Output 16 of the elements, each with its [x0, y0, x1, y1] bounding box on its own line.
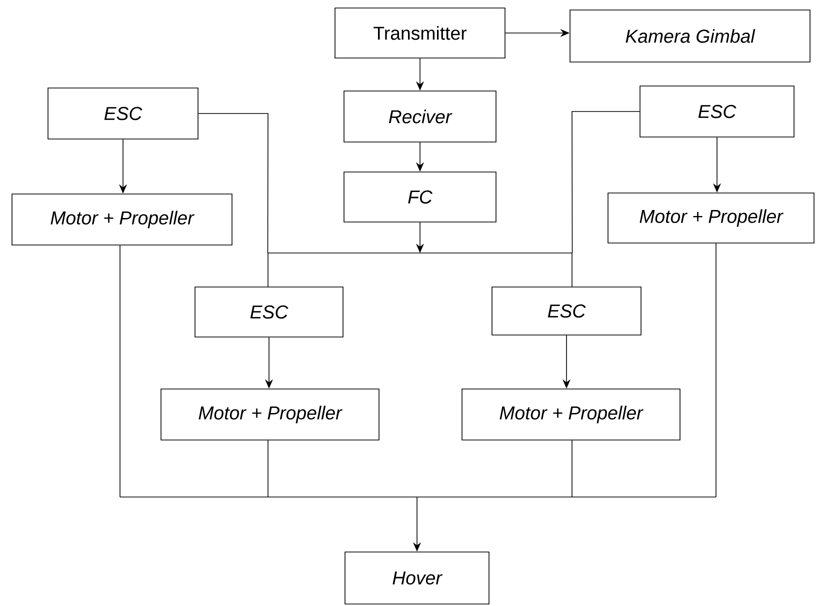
process-box: Motor + Propeller — [12, 194, 232, 246]
process-box: ESC — [48, 88, 198, 140]
process-box: Reciver — [344, 90, 496, 142]
process-box: FC — [344, 172, 496, 222]
process-box: Motor + Propeller — [608, 192, 814, 244]
process-box: Transmitter — [334, 8, 506, 58]
bus-line — [120, 496, 716, 498]
process-box: ESC — [492, 286, 642, 336]
connector-line — [572, 111, 640, 254]
process-box: Hover — [344, 552, 490, 604]
process-box: ESC — [194, 286, 344, 338]
process-box: Motor + Propeller — [462, 388, 680, 440]
process-box: Kamera Gimbal — [570, 10, 810, 62]
process-box: Motor + Propeller — [160, 388, 380, 440]
connector-line — [198, 113, 268, 254]
process-box: ESC — [640, 86, 794, 138]
